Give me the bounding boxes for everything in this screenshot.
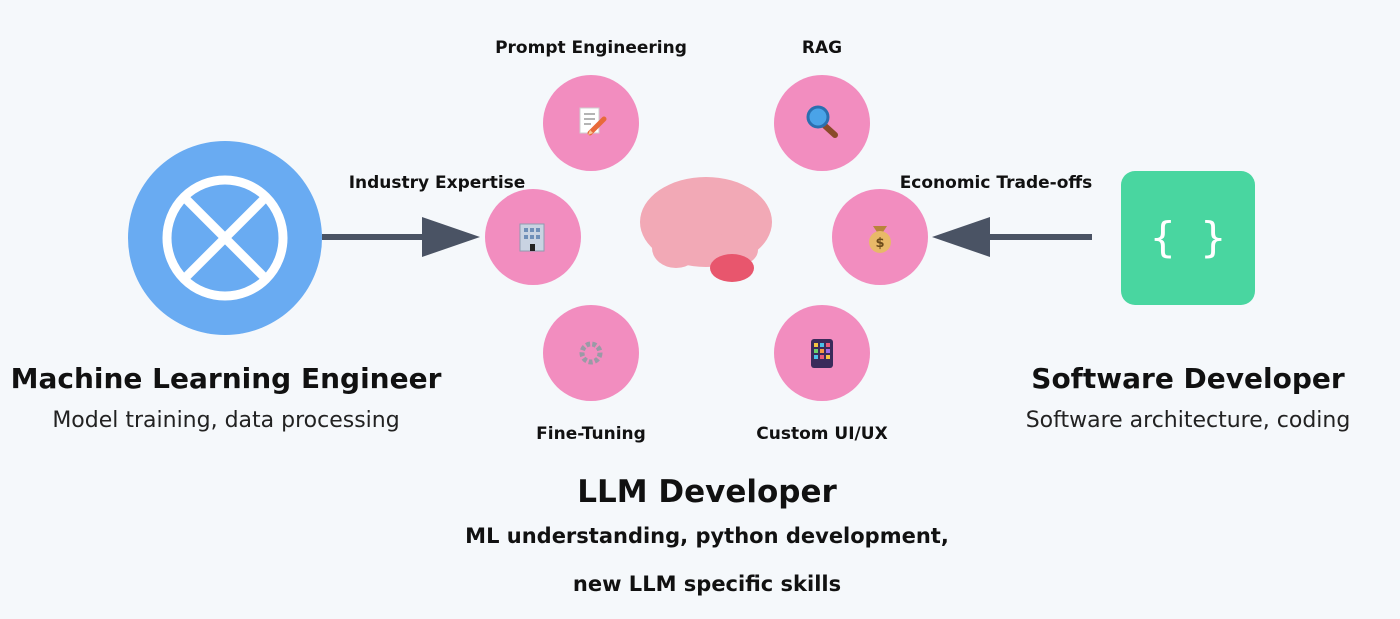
skill-label-fine-tuning: Fine-Tuning [536, 424, 646, 444]
ml-engineer-avatar [128, 141, 322, 335]
skill-industry-expertise [485, 189, 581, 285]
gear-icon [579, 341, 603, 365]
brain-icon [640, 177, 772, 282]
skill-label-industry-expertise: Industry Expertise [348, 173, 526, 193]
office-building-icon [519, 223, 545, 252]
money-bag-icon: $ [869, 226, 891, 253]
svg-text:$: $ [875, 236, 884, 251]
skill-label-custom-ui: Custom UI/UX [756, 424, 888, 444]
skill-label-prompt-engineering: Prompt Engineering [495, 38, 687, 58]
circle-x-icon [162, 175, 288, 301]
llm-developer-desc-line2: new LLM specific skills [572, 572, 842, 596]
magnifier-icon [806, 105, 838, 138]
mobile-app-icon [811, 339, 833, 368]
skill-rag [774, 75, 870, 171]
skill-custom-ui [774, 305, 870, 401]
skill-label-rag: RAG [801, 38, 843, 58]
document-pencil-icon [579, 107, 607, 136]
skill-economic-tradeoffs: $ [832, 189, 928, 285]
skill-fine-tuning [543, 305, 639, 401]
llm-developer-desc-line1: ML understanding, python development, [465, 524, 949, 548]
code-braces-icon: { } [1150, 213, 1226, 262]
skill-label-economic-tradeoffs: Economic Trade-offs [899, 173, 1093, 193]
ml-engineer-title: Machine Learning Engineer [10, 362, 442, 395]
skill-prompt-engineering [543, 75, 639, 171]
software-developer-subtitle: Software architecture, coding [1025, 408, 1351, 433]
llm-developer-title: LLM Developer [577, 474, 837, 510]
arrow-ml-to-skills [322, 217, 480, 257]
software-developer-title: Software Developer [1031, 362, 1345, 395]
software-developer-avatar: { } [1121, 171, 1255, 305]
ml-engineer-subtitle: Model training, data processing [52, 408, 400, 433]
arrow-sw-to-skills [932, 217, 1092, 257]
